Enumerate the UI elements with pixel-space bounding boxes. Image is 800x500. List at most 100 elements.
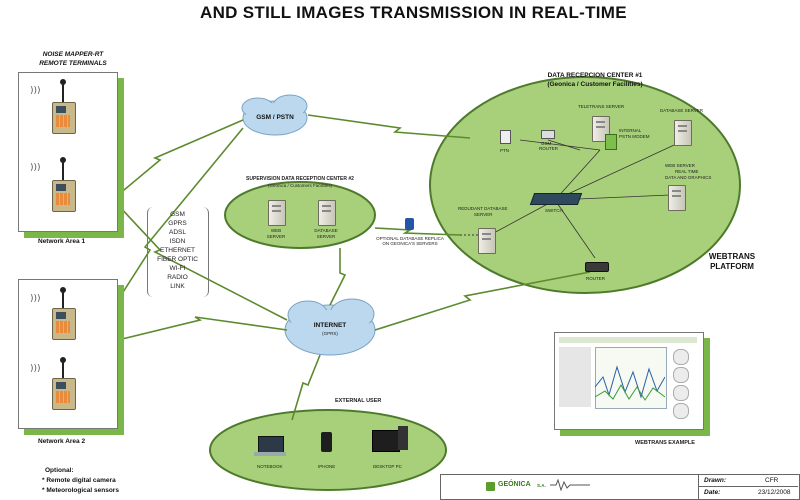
iphone-label: IPHONE — [318, 464, 336, 469]
redundant-label-1: REDUDANT DATABASE — [458, 206, 508, 211]
notebook-base — [254, 452, 286, 456]
diagram-title: AND STILL IMAGES TRANSMISSION IN REAL-TI… — [200, 3, 627, 22]
gsm-router-label-1: GSM — [541, 141, 552, 146]
transmission-item: ISDN — [169, 238, 186, 245]
center2-subtitle: (Geonica / Customers Facilities) — [267, 183, 333, 188]
gsm-cloud-label: GSM / PSTN — [256, 114, 294, 121]
noise-terminal-icon — [52, 308, 76, 340]
screenshot-graph-lines — [595, 365, 665, 401]
optional-item-2: * Meteorological sensors — [42, 487, 119, 494]
optional-title: Optional: — [45, 467, 74, 474]
modem-icon — [605, 134, 617, 150]
iphone-icon — [321, 432, 332, 452]
gsm-router-icon — [541, 130, 555, 139]
replica-label-1: OPTIONAL DATABASE REPLICA — [376, 236, 444, 241]
link-internet-external — [291, 354, 321, 421]
optional-item-1: * Remote digital camera — [42, 477, 116, 484]
replica-label-2: ON GEONICA'S SERVERS — [382, 241, 438, 246]
date-value: 23/12/2008 — [758, 489, 791, 496]
terminals-heading-1: NOISE MAPPER-RT — [42, 51, 104, 58]
desktop-label: DESKTOP PC — [373, 464, 402, 469]
router-label: ROUTER — [586, 276, 605, 281]
external-user-label: EXTERNAL USER — [335, 398, 382, 404]
noise-terminal-icon — [52, 378, 76, 410]
transmission-item: GPRS — [168, 220, 187, 227]
screenshot-graph — [595, 347, 667, 409]
modem-label-1: INTERNAL — [619, 128, 642, 133]
web-server-sub-2: DATA AND GRAPHICS — [665, 175, 712, 180]
link-internet-center2 — [329, 248, 347, 306]
center2-web-label-1: WEB — [270, 228, 282, 233]
internet-cloud-label: INTERNET — [313, 322, 347, 329]
network-area-2-label: Network Area 2 — [38, 438, 86, 445]
center2-db-label-2: SERVER — [316, 234, 336, 239]
webtrans-example-label: WEBTRANS EXAMPLE — [635, 440, 695, 446]
microphone-icon — [60, 157, 66, 180]
webtrans-platform-2: PLATFORM — [710, 262, 754, 271]
pstn-label: PTN — [500, 148, 509, 153]
transmission-item: GSM — [170, 211, 185, 218]
redundant-server-icon — [478, 228, 496, 254]
drawn-value: CFR — [765, 477, 779, 484]
web-server-icon — [668, 185, 686, 211]
pstn-jack-icon — [500, 130, 511, 144]
center2-title: SUPERVISION DATA RECEPTION CENTER #2 — [246, 176, 354, 182]
company-name: GEÓNICA — [498, 481, 531, 488]
center2-web-label-2: SERVER — [266, 234, 286, 239]
database-label: DATABASE SERVER — [660, 108, 704, 113]
center1-title: DATA RECEPCION CENTER #1 — [547, 72, 643, 79]
desktop-tower-icon — [398, 426, 408, 450]
database-server-icon — [674, 120, 692, 146]
link-area1-gsm — [117, 119, 244, 196]
date-label: Date: — [704, 489, 721, 496]
gauge-icon — [673, 385, 689, 401]
company-suffix: S.A. — [537, 483, 546, 488]
router-icon — [585, 262, 609, 272]
data-center-2-area — [224, 181, 376, 249]
link-internet-router — [374, 271, 591, 331]
transmission-list: GSM GPRS ADSL ISDN ETHERNET FIBER OPTIC WI-FI R… — [150, 210, 205, 291]
transmission-item: FIBER OPTIC — [157, 256, 198, 263]
center2-db-label-1: DATABASE — [314, 228, 338, 233]
network-area-1-label: Network Area 1 — [38, 238, 86, 245]
link-area2-internet — [117, 316, 288, 341]
screenshot-header — [559, 337, 697, 343]
screenshot-left-panel — [559, 347, 591, 407]
transmission-item: ADSL — [169, 229, 186, 236]
replica-db-icon — [405, 218, 414, 230]
modem-label-2: PSTN MODEM — [619, 134, 650, 139]
transmission-item: RADIO — [167, 274, 188, 281]
gsm-cloud-shape — [241, 94, 308, 136]
seismograph-logo-icon — [550, 479, 590, 491]
webtrans-example-panel — [554, 332, 704, 430]
link-area1-internet — [117, 204, 288, 321]
sound-waves-icon: ))) — [30, 294, 41, 304]
link-gsm-center1 — [307, 114, 471, 139]
sound-waves-icon: ))) — [30, 86, 41, 96]
gauge-icon — [673, 349, 689, 365]
center2-web-server-icon — [268, 200, 286, 226]
transmission-bracket — [147, 207, 209, 297]
link-center2-center1 — [374, 227, 461, 236]
center2-db-server-icon — [318, 200, 336, 226]
microphone-icon — [60, 357, 66, 380]
center1-subtitle: (Geonica / Customer Facilities) — [547, 81, 643, 88]
transmission-item: ETHERNET — [159, 247, 196, 254]
sound-waves-icon: ))) — [30, 163, 41, 173]
notebook-label: NOTEBOOK — [257, 464, 283, 469]
footer-hline — [698, 486, 798, 487]
gauge-icon — [673, 403, 689, 419]
switch-label: SWITCH — [545, 208, 563, 213]
transmission-item: WI-FI — [169, 265, 186, 272]
terminals-heading-2: REMOTE TERMINALS — [39, 60, 107, 67]
noise-terminal-icon — [52, 180, 76, 212]
transmission-item: LINK — [170, 283, 185, 290]
geonica-logo-icon — [486, 482, 495, 491]
teletrans-label: TELETRANS SERVER — [578, 104, 625, 109]
noise-terminal-icon — [52, 102, 76, 134]
microphone-icon — [60, 79, 66, 102]
internet-cloud-shape — [284, 298, 376, 356]
sound-waves-icon: ))) — [30, 364, 41, 374]
desktop-pc-icon — [372, 430, 400, 452]
